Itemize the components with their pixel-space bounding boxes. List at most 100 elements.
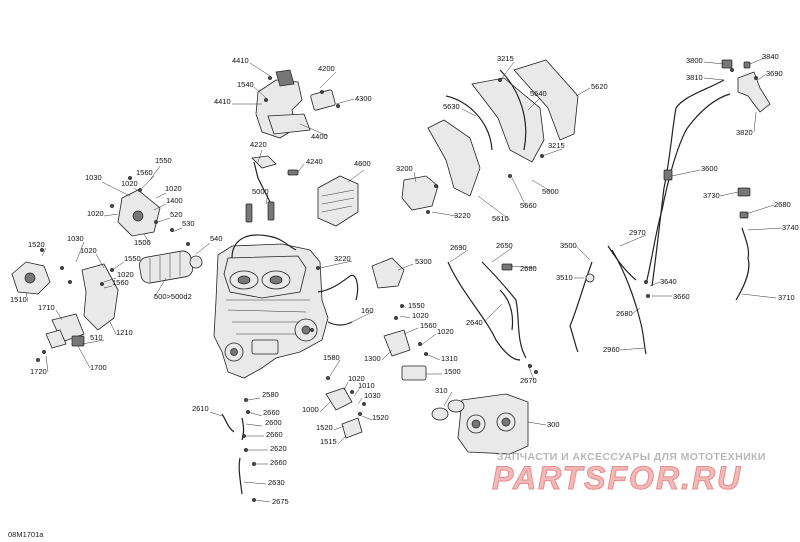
callout-label: 1700 <box>90 363 107 372</box>
callout-label: 1515 <box>320 437 337 446</box>
callout-label: 3500 <box>560 241 577 250</box>
callout-label: 1020 <box>87 209 104 218</box>
callout-label: 2650 <box>496 241 513 250</box>
fasteners <box>36 67 759 503</box>
callout-label: 1520 <box>316 423 333 432</box>
intake-bracket <box>317 175 359 227</box>
callout-label: 1580 <box>323 353 340 362</box>
callout-label: 2630 <box>268 478 285 487</box>
callout-label: 5610 <box>492 214 509 223</box>
callout-label: 3660 <box>673 292 690 301</box>
callout-label: 3200 <box>396 164 413 173</box>
mount-1700 <box>45 313 85 349</box>
heat-shield-group <box>427 59 579 197</box>
callout-label: 5300 <box>415 257 432 266</box>
callout-label: 4600 <box>354 159 371 168</box>
callout-label: 1520 <box>372 413 389 422</box>
callout-label: 540 <box>210 234 223 243</box>
watermark-brand: PARTSFOR.RU <box>491 460 743 497</box>
watermark-tagline: ЗАПЧАСТИ И АКСЕССУАРЫ ДЛЯ МОТОТЕХНИКИ <box>497 451 766 463</box>
callout-label: 3510 <box>556 273 573 282</box>
callout-label: 1560 <box>136 168 153 177</box>
callout-label: 3215 <box>548 141 565 150</box>
callout-label: 5660 <box>520 201 537 210</box>
callout-label: 3220 <box>334 254 351 263</box>
cable-3500 <box>569 261 593 353</box>
cable-2960 <box>611 249 647 355</box>
line-2970 <box>607 245 637 281</box>
bracket-bushing <box>132 210 144 222</box>
callout-label: 3600 <box>701 164 718 173</box>
leader-lines <box>25 57 783 503</box>
throttle-lever-assembly <box>721 59 771 113</box>
callout-label: 2600 <box>265 418 282 427</box>
callout-label: 1020 <box>165 184 182 193</box>
callout-label: 5620 <box>591 82 608 91</box>
callout-label: 2660 <box>270 458 287 467</box>
callout-label: 2660 <box>263 408 280 417</box>
callout-label: 2610 <box>192 404 209 413</box>
throttle-body-300 <box>457 393 529 455</box>
callout-label: 2680 <box>774 200 791 209</box>
callout-label: 1020 <box>348 374 365 383</box>
sensor-1515 <box>341 417 363 439</box>
callout-label: 1210 <box>116 328 133 337</box>
callout-label: 1540 <box>237 80 254 89</box>
callout-label: 1400 <box>166 196 183 205</box>
starter-motor <box>139 250 203 284</box>
bracket-1500 <box>401 365 427 381</box>
callout-label: 4410 <box>214 97 231 106</box>
oil-hose-2650 <box>481 261 527 359</box>
callout-label: 1030 <box>67 234 84 243</box>
coolant-hose-2600 <box>241 417 245 441</box>
module-5300 <box>371 257 405 289</box>
callout-label: 300 <box>547 420 560 429</box>
callout-label: 2660 <box>266 430 283 439</box>
callout-label: 4240 <box>306 157 323 166</box>
callout-label: 5640 <box>530 89 547 98</box>
callout-label: 4410 <box>232 56 249 65</box>
callout-label: 5600 <box>542 187 559 196</box>
callout-label: 3810 <box>686 73 703 82</box>
spark-plug-lead <box>253 161 273 207</box>
callout-label: 3800 <box>686 56 703 65</box>
callout-label: 3710 <box>778 293 795 302</box>
cable-adjuster <box>663 169 673 181</box>
callout-label: 2970 <box>629 228 646 237</box>
callout-label: 1510 <box>10 295 27 304</box>
callout-label: 1720 <box>30 367 47 376</box>
callout-label: 3840 <box>762 52 779 61</box>
callout-label: 3220 <box>454 211 471 220</box>
callout-label: 2640 <box>466 318 483 327</box>
callout-label: 1020 <box>80 246 97 255</box>
callout-label: 1030 <box>364 391 381 400</box>
sensor-1000 <box>325 387 353 411</box>
plug-cap-4240 <box>287 169 299 176</box>
engine-block <box>213 243 329 379</box>
callout-label: 2680 <box>616 309 633 318</box>
callout-label: 3730 <box>703 191 720 200</box>
coolant-hose-2630 <box>238 457 243 495</box>
callout-label: 1030 <box>85 173 102 182</box>
engine-mount-1510 <box>11 261 51 295</box>
callout-label: 530 <box>182 219 195 228</box>
callout-label: 310 <box>435 386 448 395</box>
callout-label: 1560 <box>112 278 129 287</box>
fitting-3730 <box>737 187 751 197</box>
callout-label: 3820 <box>736 128 753 137</box>
callout-label: 2690 <box>450 243 467 252</box>
callout-label: 4400 <box>311 132 328 141</box>
oil-hose-2690 <box>447 261 521 361</box>
hose-3710 <box>735 227 750 301</box>
callout-label: 4300 <box>355 94 372 103</box>
clamp-310 <box>431 407 449 421</box>
callout-label: 1550 <box>124 254 141 263</box>
plug-cap-4220 <box>251 155 277 169</box>
callout-label: 1010 <box>358 381 375 390</box>
callout-label: 2580 <box>262 390 279 399</box>
callout-label: 520 <box>170 210 183 219</box>
callout-label: 510 <box>90 333 103 342</box>
oil-hose-2640 <box>499 289 514 331</box>
callout-label: 4220 <box>250 140 267 149</box>
engine-harness <box>231 234 297 259</box>
